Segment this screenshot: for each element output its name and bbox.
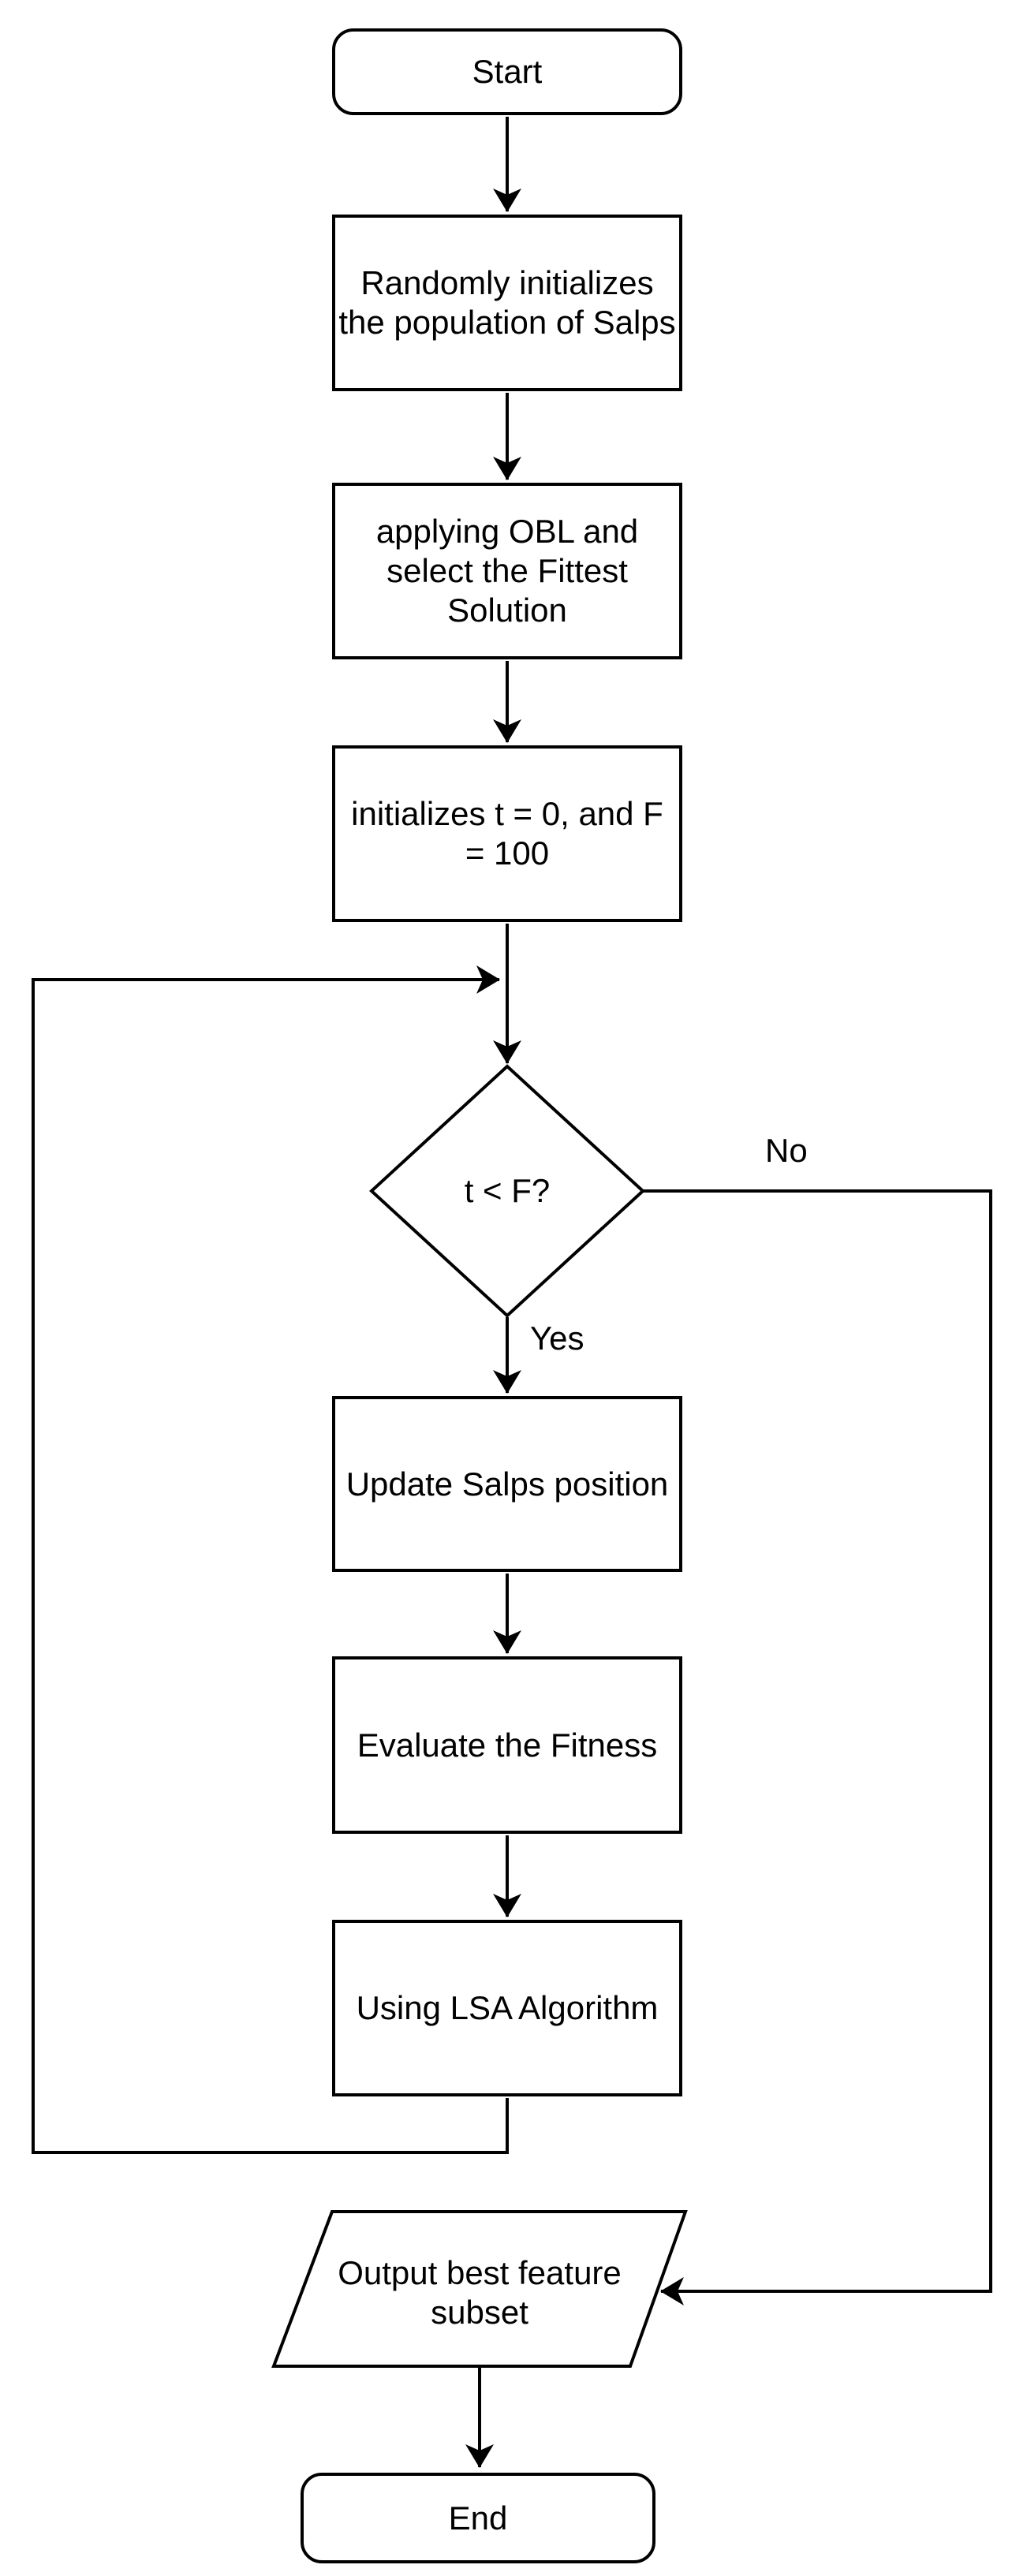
node-loop-condition: t < F? <box>389 1152 626 1230</box>
node-evaluate-fitness-label: Evaluate the Fitness <box>357 1726 658 1764</box>
edge-decision-no-to-output <box>641 1189 992 2305</box>
edge-label-no: No <box>765 1132 808 1169</box>
output-parallelogram-shape <box>271 2210 688 2368</box>
node-update-salps: Update Salps position <box>332 1396 682 1572</box>
node-apply-obl: applying OBL and select the Fittest Solu… <box>332 483 682 659</box>
edge-loop-back <box>32 965 509 2154</box>
edge-label-yes: Yes <box>530 1320 584 1357</box>
node-start-label: Start <box>472 53 543 91</box>
node-init-population: Randomly initializes the population of S… <box>332 215 682 391</box>
node-init-counters: initializes t = 0, and F = 100 <box>332 745 682 922</box>
node-output-subset: Output best feature subset <box>332 2238 627 2348</box>
node-start: Start <box>332 28 682 115</box>
node-output-subset-label: Output best feature subset <box>338 2254 622 2331</box>
node-evaluate-fitness: Evaluate the Fitness <box>332 1656 682 1834</box>
node-using-lsa-label: Using LSA Algorithm <box>356 1989 659 2027</box>
node-loop-condition-label: t < F? <box>464 1172 551 1210</box>
node-init-counters-label: initializes t = 0, and F = 100 <box>351 795 663 872</box>
node-end-label: End <box>448 2499 508 2537</box>
node-update-salps-label: Update Salps position <box>345 1465 669 1503</box>
node-end: End <box>301 2473 655 2563</box>
node-apply-obl-label: applying OBL and select the Fittest Solu… <box>375 513 639 629</box>
decision-diamond-shape <box>369 1064 645 1318</box>
node-using-lsa: Using LSA Algorithm <box>332 1920 682 2096</box>
node-init-population-label: Randomly initializes the population of S… <box>338 264 676 341</box>
